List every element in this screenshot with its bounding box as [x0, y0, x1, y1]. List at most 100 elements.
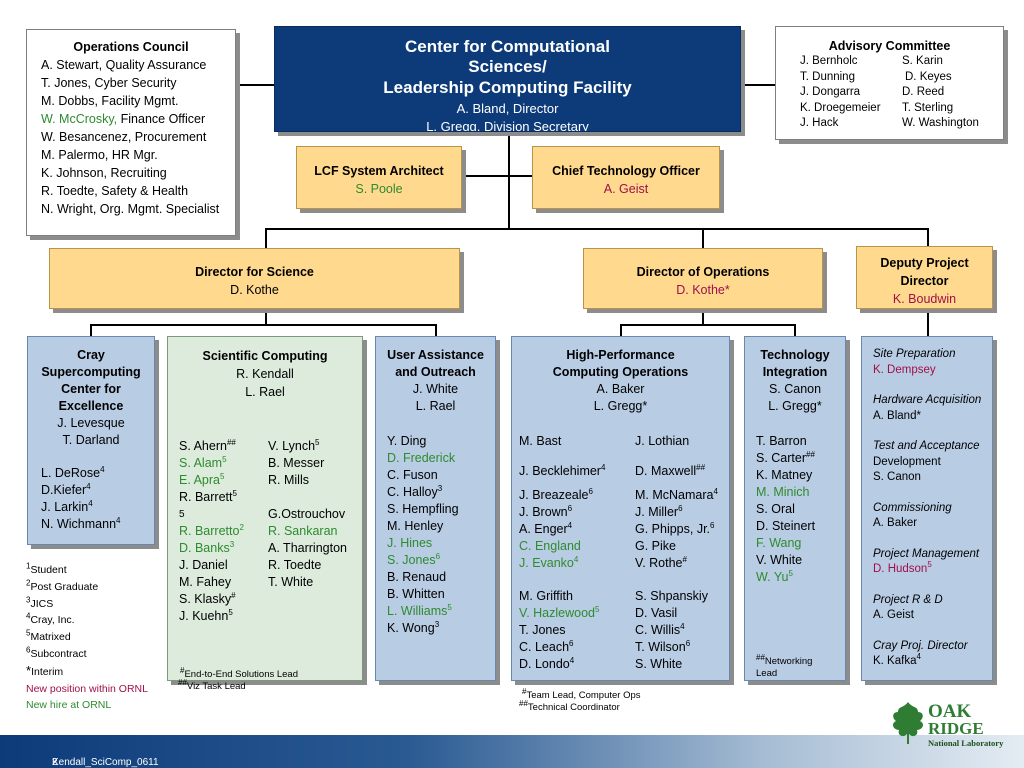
- legend-item: *Interim: [26, 662, 64, 678]
- sci-member: T. White: [268, 575, 314, 589]
- sci-member: D. Banks3: [179, 539, 235, 555]
- project-roles: Site Preparation K. Dempsey Hardware Acq…: [873, 347, 995, 670]
- hpc-member: C. Willis4: [635, 621, 685, 637]
- hpc-member: T. Jones: [519, 623, 566, 637]
- cto-box: Chief Technology Officer A. Geist: [532, 146, 720, 209]
- connector: [90, 324, 92, 336]
- project-person: K. Dempsey: [873, 363, 936, 376]
- ti-member: S. Carter##: [756, 449, 815, 465]
- hpc-col-2: J. Lothian D. Maxwell## M. McNamara4 J. …: [635, 433, 731, 673]
- sci-member: R. Toedte: [268, 558, 322, 572]
- hpc-member: D. Vasil: [635, 606, 678, 620]
- sci-member: S. Klasky#: [179, 590, 236, 606]
- hpc-member: J. Miller6: [635, 503, 683, 519]
- ua-title: User Assistance: [387, 348, 484, 362]
- council-member: W. Besancenez, Procurement: [41, 130, 207, 144]
- advisory-member: S. Karin: [902, 55, 943, 67]
- ua-member: J. Hines: [387, 536, 433, 550]
- legend-item: New hire at ORNL: [26, 699, 112, 712]
- project-role: Hardware Acquisition: [873, 394, 982, 406]
- legend-item: 6Subcontract: [26, 645, 87, 660]
- cray-title-line: Center for: [61, 382, 121, 396]
- hpc-member: A. Enger4: [519, 520, 573, 536]
- oak-ridge-logo: OAK RIDGE National Laboratory: [888, 700, 1008, 748]
- logo-line: RIDGE: [928, 719, 984, 738]
- ua-member: B. Renaud: [387, 570, 447, 584]
- council-member: K. Johnson, Recruiting: [41, 166, 167, 180]
- ua-members: Y. Ding D. Frederick C. Fuson C. Halloy3…: [387, 433, 492, 637]
- ti-lead: S. Canon: [768, 382, 822, 396]
- hpc-member: V. Hazlewood5: [519, 604, 600, 620]
- ti-member: V. White: [756, 553, 803, 567]
- council-member: M. Palermo, HR Mgr.: [41, 148, 158, 162]
- deputy-title: Deputy Project: [880, 256, 969, 270]
- sci-lead: L. Rael: [245, 385, 285, 399]
- advisory-member: W. Washington: [902, 117, 979, 129]
- hpc-note: Team Lead, Computer Ops: [526, 690, 641, 701]
- project-role: Site Preparation: [873, 348, 956, 360]
- lcf-architect-name: S. Poole: [355, 182, 403, 196]
- sci-member: R. Mills: [268, 473, 309, 487]
- operations-council-title: Operations Council: [73, 40, 189, 54]
- logo-line: OAK: [928, 701, 972, 722]
- hpc-member: M. Bast: [519, 434, 562, 448]
- ua-member: Y. Ding: [387, 434, 427, 448]
- sci-member: S. Alam5: [179, 454, 227, 470]
- connector: [620, 324, 795, 326]
- director-ops-name: D. Kothe*: [676, 283, 730, 297]
- ti-member: W. Yu5: [756, 568, 793, 584]
- sci-member: B. Messer: [268, 456, 325, 470]
- project-person: Development: [873, 455, 941, 468]
- ti-lead: L. Gregg*: [768, 399, 822, 413]
- council-member: M. Dobbs, Facility Mgmt.: [41, 94, 179, 108]
- user-assistance-box: User Assistance and Outreach J. White L.…: [375, 336, 496, 681]
- advisory-member: D. Keyes: [905, 70, 952, 83]
- council-member-role: Finance Officer: [117, 112, 206, 126]
- hpc-member: D. Londo4: [519, 655, 575, 671]
- center-secretary: L. Gregg, Division Secretary: [426, 119, 589, 132]
- center-title-line: Center for Computational: [405, 37, 610, 56]
- connector: [702, 309, 704, 325]
- ua-member: L. Williams5: [387, 602, 452, 618]
- connector: [927, 228, 929, 246]
- legend: 1Student 2Post Graduate 3JICS 4Cray, Inc…: [26, 562, 148, 714]
- hpc-member: G. Pike: [635, 539, 676, 553]
- cray-member: L. DeRose4: [41, 464, 105, 480]
- ua-member: D. Frederick: [387, 451, 456, 465]
- hpc-member: D. Maxwell##: [635, 462, 706, 478]
- hpc-member: S. Shpanskiy: [635, 589, 708, 603]
- ti-member: T. Barron: [756, 434, 807, 448]
- cray-title-line: Cray: [77, 348, 105, 362]
- hpc-member: J. Breazeale6: [519, 486, 593, 502]
- advisory-member: T. Sterling: [902, 101, 954, 114]
- lcf-architect-box: LCF System Architect S. Poole: [296, 146, 462, 209]
- sci-member: R. Sankaran: [268, 524, 338, 538]
- cray-member: J. Larkin4: [41, 498, 93, 514]
- footer-bar: 2 Kendall_SciComp_0611: [0, 735, 1024, 768]
- center-title-line: Leadership Computing Facility: [383, 78, 632, 97]
- sci-member: V. Lynch5: [268, 437, 320, 453]
- council-member-name: W. McCrosky,: [41, 112, 118, 126]
- cto-title: Chief Technology Officer: [552, 164, 700, 178]
- hpc-lead: A. Baker: [596, 382, 645, 396]
- ua-member: B. Whitten: [387, 587, 445, 601]
- ti-member: K. Matney: [756, 468, 813, 482]
- director-ops-box: Director of Operations D. Kothe*: [583, 248, 823, 309]
- deck-name: Kendall_SciComp_0611: [52, 757, 159, 768]
- sci-member: R. Barretto2: [179, 522, 244, 538]
- ua-lead: J. White: [412, 382, 459, 396]
- connector: [265, 309, 267, 325]
- deputy-name: K. Boudwin: [892, 292, 957, 306]
- ti-member: S. Oral: [756, 502, 795, 516]
- legend-item: 2Post Graduate: [26, 578, 99, 593]
- sci-member: J. Kuehn5: [179, 607, 233, 623]
- ua-member: S. Jones6: [387, 551, 441, 567]
- ti-member: F. Wang: [756, 536, 802, 550]
- ua-member: M. Henley: [387, 519, 444, 533]
- cray-title-line: Supercomputing: [41, 365, 141, 379]
- director-science-name: D. Kothe: [230, 283, 279, 297]
- hpc-notes: #Team Lead, Computer Ops ##Technical Coo…: [519, 686, 641, 713]
- sci-member: A. Tharrington: [268, 541, 347, 555]
- hpc-member: V. Rothe#: [635, 554, 687, 570]
